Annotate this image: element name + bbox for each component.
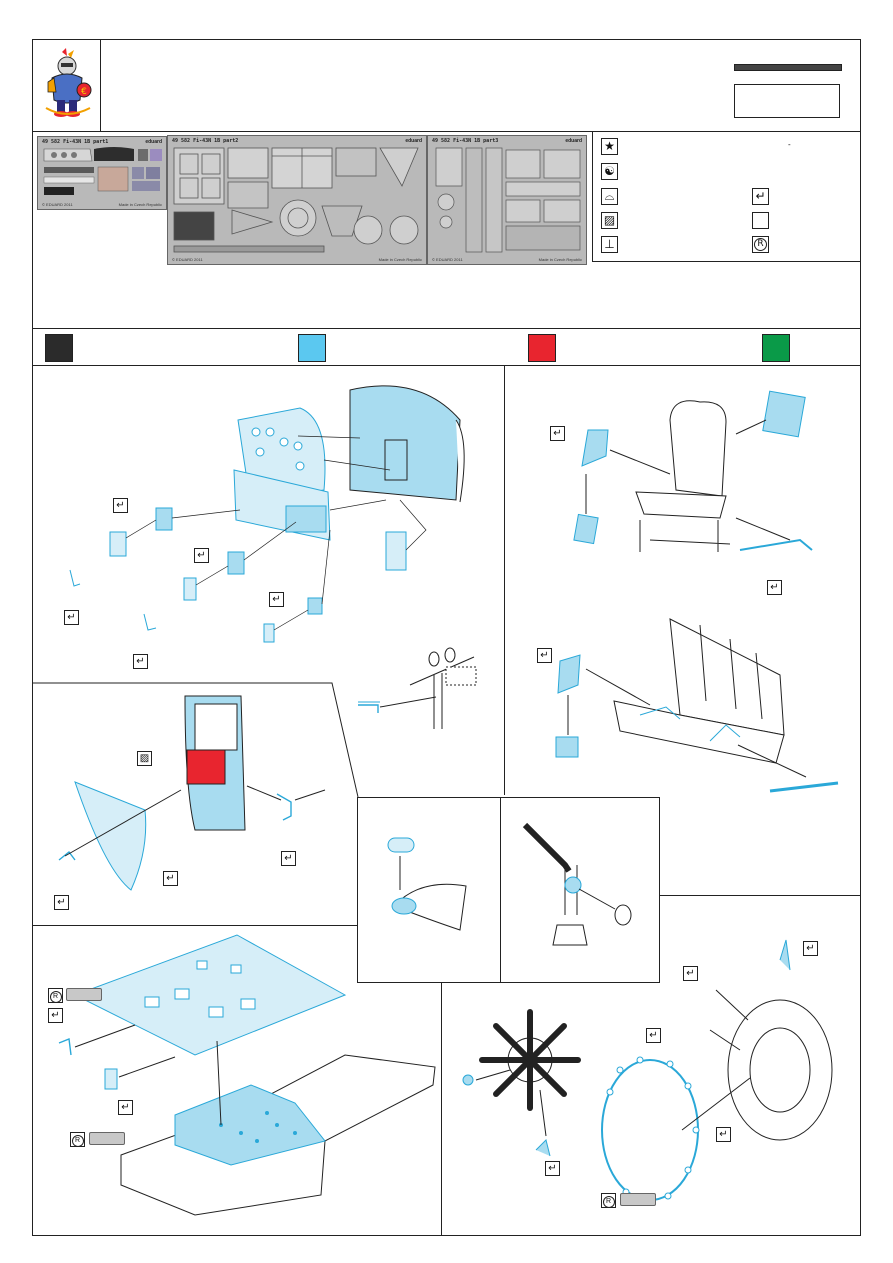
bend-arrow-icon: ↵: [54, 895, 69, 910]
bend-arrow-icon: ↵: [646, 1028, 661, 1043]
fret-brand: eduard: [405, 138, 422, 144]
bend-arrow-icon: ↵: [683, 966, 698, 981]
divider-box-top: [357, 797, 659, 798]
fret-section-bottom-line: [32, 328, 861, 329]
glue-icon: ▨: [137, 751, 152, 766]
color-swatch-blue: [298, 334, 326, 362]
floor-plate-assembly: [58, 934, 436, 1216]
bend-arrow-icon: ↵: [545, 1161, 560, 1176]
bend-arrow-icon: ↵: [269, 592, 284, 607]
control-column-detail: [522, 822, 632, 946]
fret-header: 49 582 Fi-43N 1B part1: [42, 139, 109, 145]
divider-box-right: [659, 797, 660, 983]
fret-header: 49 582 Fi-43N 1B part2: [172, 138, 239, 144]
r-symbol-label: R: [754, 238, 767, 251]
label-placeholder: [66, 988, 102, 1001]
bend-arrow-icon: ↵: [537, 648, 552, 663]
yin-yang-icon: ☯: [601, 163, 618, 180]
star-icon: ★: [601, 138, 618, 155]
bend-arrow-icon: ↵: [281, 851, 296, 866]
bend-arrow-icon: ↵: [803, 941, 818, 956]
svg-text:€: €: [81, 87, 87, 97]
engine-assembly: [462, 939, 833, 1201]
photo-etch-fret-part1: 49 582 Fi-43N 1B part1 eduard © EDUARD 2…: [37, 136, 167, 210]
r-symbol-icon: R: [601, 1193, 616, 1208]
fret-copyright: © EDUARD 2011: [432, 257, 463, 262]
fret-brand: eduard: [565, 138, 582, 144]
legend-dash: -: [788, 140, 791, 149]
divider-box-middle: [500, 797, 501, 983]
bend-arrow-icon: ↵: [48, 1008, 63, 1023]
photo-etch-fret-part3: 49 582 Fi-43N 1B part3 eduard © EDUARD 2…: [427, 135, 587, 265]
instruction-sheet-frame: [32, 39, 861, 1236]
bench-seat-assembly: [555, 618, 839, 793]
bulkhead-assembly: [58, 695, 326, 891]
bend-arrow-icon: ↵: [716, 1127, 731, 1142]
fret-copyright: © EDUARD 2011: [172, 257, 203, 262]
glue-icon: ▨: [601, 212, 618, 229]
bend-arrow-icon: ↵: [64, 610, 79, 625]
bend-arrow-icon: ↵: [752, 188, 769, 205]
divider-left-mid: [32, 925, 357, 926]
divider-lower-vertical: [441, 983, 442, 1236]
color-swatch-black: [45, 334, 73, 362]
fret-made-in: Made in Czech Republic: [538, 257, 582, 262]
r-symbol-icon: R: [48, 988, 63, 1003]
legend-left-line: [592, 131, 593, 262]
swatch-row-bottom-line: [32, 365, 861, 366]
label-placeholder: [620, 1193, 656, 1206]
empty-box-icon: [752, 212, 769, 229]
header-divider-vertical: [100, 39, 101, 131]
bend-arrow-icon: ↵: [133, 654, 148, 669]
divider-box-bottom: [357, 982, 659, 983]
bend-arrow-icon: ↵: [118, 1100, 133, 1115]
bend-arrow-icon: ↵: [550, 426, 565, 441]
bend-arrow-icon: ↵: [163, 871, 178, 886]
pilot-seat-assembly: [573, 390, 813, 552]
title-box: [734, 84, 840, 118]
eduard-mascot-logo: €: [45, 48, 92, 117]
fret-copyright: © EDUARD 2011: [42, 202, 73, 207]
fret-made-in: Made in Czech Republic: [378, 257, 422, 262]
pin-detail: [358, 647, 477, 729]
color-swatch-red: [528, 334, 556, 362]
fret-made-in: Made in Czech Republic: [118, 202, 162, 207]
r-symbol-icon: R: [70, 1132, 85, 1147]
r-symbol-icon: R: [752, 236, 769, 253]
divider-right-bottom: [659, 895, 861, 896]
title-bar: [734, 64, 842, 71]
fold-icon: ⌓: [601, 188, 618, 205]
bend-arrow-icon: ↵: [113, 498, 128, 513]
fret-brand: eduard: [145, 139, 162, 145]
label-placeholder: [89, 1132, 125, 1145]
drill-icon: ⊥: [601, 236, 618, 253]
legend-bottom-line: [592, 261, 861, 262]
photo-etch-fret-part2: 49 582 Fi-43N 1B part2 eduard © EDUARD 2…: [167, 135, 427, 265]
header-divider-horizontal: [32, 131, 861, 132]
divider-diagonal: [32, 682, 359, 798]
instrument-panel-assembly: [69, 385, 465, 703]
fret-header: 49 582 Fi-43N 1B part3: [432, 138, 499, 144]
divider-box-left: [357, 797, 358, 983]
divider-center-vertical: [504, 365, 505, 795]
bend-arrow-icon: ↵: [194, 548, 209, 563]
pedal-detail: [387, 837, 467, 931]
bend-arrow-icon: ↵: [767, 580, 782, 595]
color-swatch-green: [762, 334, 790, 362]
